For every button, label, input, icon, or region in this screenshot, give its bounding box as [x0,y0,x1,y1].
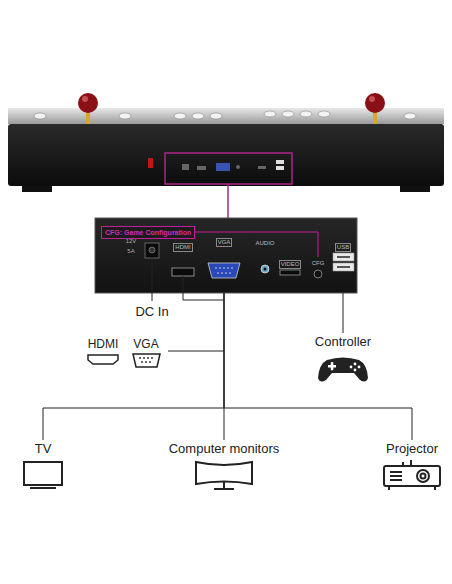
port-label: 5A [127,248,134,255]
node-label: TV [33,440,54,457]
port-label: VIDEO [279,260,302,269]
port-label: HDMI [173,243,192,252]
vga-icon [133,354,160,367]
gamepad-icon [318,358,368,382]
device-label: Controller [313,333,373,350]
device-label: Computer monitors [167,440,282,457]
gamepad-detail [328,362,360,371]
text-label: VGA [133,338,158,351]
node-label: Controller [313,333,373,350]
text-label: HDMI [88,338,119,351]
connector-line [224,293,412,440]
projector-icon [384,460,440,490]
connector-line [43,293,224,440]
port-label: USB [335,243,351,252]
node-label: Projector [384,440,440,457]
port-label: CFG [312,260,325,267]
arcade-console [8,93,444,192]
tv-icon [24,462,62,488]
panel-heading: CFG: Game Configuration [101,226,195,239]
port-label: 12V [126,238,137,245]
device-label: Projector [384,440,440,457]
connector-line [343,293,344,333]
port-panel [95,218,357,293]
device-label: TV [33,440,54,457]
monitor-icon [196,462,252,489]
port-label: VGA [216,238,233,247]
node-label: Computer monitors [167,440,282,457]
port-label: AUDIO [255,240,274,247]
text-label: DC In [135,305,168,319]
port-panel-box: CFG: Game Configuration [95,218,357,293]
hdmi-icon [88,355,118,364]
